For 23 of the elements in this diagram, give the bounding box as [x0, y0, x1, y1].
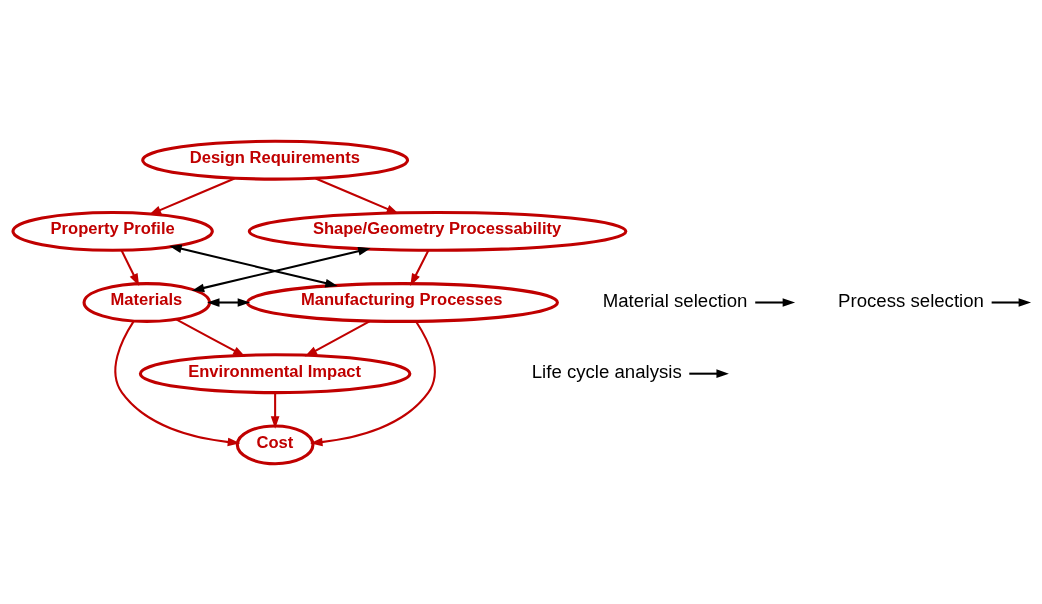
arrow	[304, 319, 371, 357]
arrow	[310, 320, 436, 446]
arrow	[169, 244, 338, 287]
node-text: Material selection	[602, 289, 748, 311]
arrow	[991, 297, 1032, 307]
arrow	[191, 246, 371, 292]
arrow	[148, 177, 235, 215]
arrow	[175, 317, 246, 357]
node-text: Process selection	[838, 289, 984, 311]
arrow	[114, 320, 241, 446]
node-text: Life cycle analysis	[531, 360, 682, 382]
arrow	[270, 392, 280, 429]
node-ellipse: Cost	[235, 423, 315, 465]
arrow	[755, 297, 796, 307]
node-ellipse: Manufacturing Processes	[245, 281, 559, 323]
arrow	[410, 249, 430, 286]
arrow	[120, 249, 140, 286]
node-ellipse: Environmental Impact	[138, 352, 412, 394]
arrow	[207, 297, 251, 307]
arrow	[315, 177, 399, 214]
node-ellipse: Design Requirements	[141, 139, 410, 181]
arrow	[689, 368, 729, 378]
node-ellipse: Shape/Geometry Processability	[247, 210, 628, 252]
